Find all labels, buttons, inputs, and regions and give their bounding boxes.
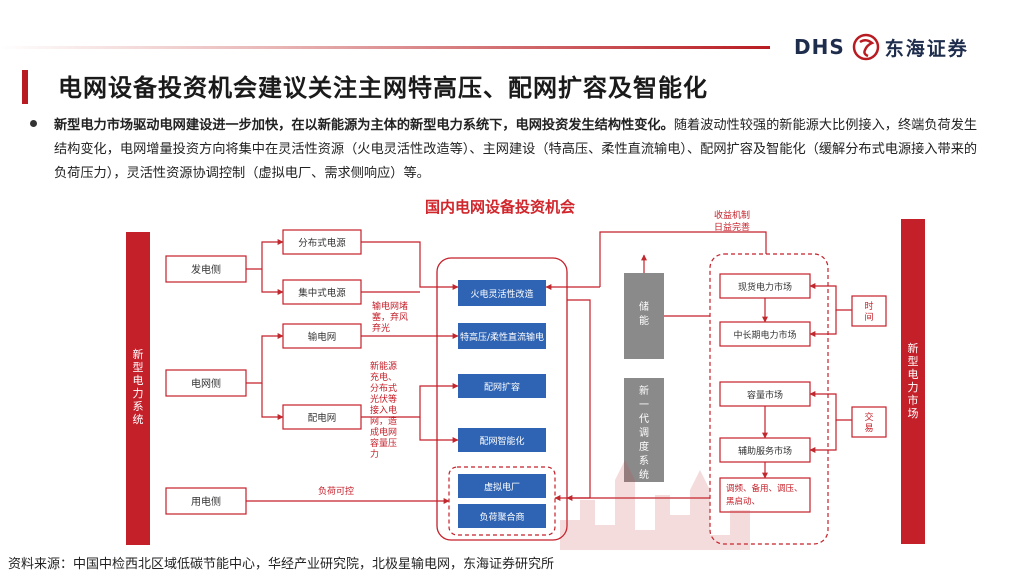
source-note: 资料来源：中国中检西北区域低碳节能中心，华经产业研究院，北极星输电网，东海证券研…	[8, 557, 555, 572]
label-midlong: 中长期电力市场	[733, 329, 796, 341]
left-system-label: 新型电力系统	[133, 347, 144, 426]
node-midlong-market	[719, 321, 811, 347]
node-dispatch	[624, 378, 664, 482]
label-grid-side: 电网侧	[191, 377, 221, 390]
label-trade: 交易	[864, 411, 873, 434]
annotation-pricing: 收益机制日益完善	[714, 209, 750, 233]
label-smart: 配网智能化	[479, 435, 524, 447]
label-time: 时间	[864, 300, 873, 323]
node-thermal-flex	[458, 280, 546, 306]
node-distributed-power	[282, 229, 362, 255]
node-transmission-grid	[282, 323, 362, 349]
right-market-bar	[901, 219, 925, 544]
diagram-title: 国内电网设备投资机会	[425, 198, 575, 216]
node-load-agg	[458, 504, 546, 528]
pill-trade	[851, 406, 887, 438]
node-spot-market	[719, 273, 811, 299]
node-grid-expand	[458, 374, 546, 398]
node-grid-smart	[458, 428, 546, 452]
paragraph-body: 随着波动性较强的新能源大比例接入，终端负荷发生结构变化，电网增量投资方向将集中在…	[54, 118, 978, 181]
label-transmission: 输电网	[308, 331, 337, 343]
label-centralized: 集中式电源	[298, 287, 346, 299]
annotation-distributed: 新能源充电、分布式光伏等接入电网，造成电网容量压力	[370, 360, 397, 460]
left-system-bar	[126, 232, 150, 545]
label-thermal: 火电灵活性改造	[470, 288, 533, 300]
label-load: 负荷聚合商	[479, 511, 524, 523]
label-uhv: 特高压/柔性直流输电	[460, 331, 544, 343]
annotation-load-ctrl: 负荷可控	[318, 485, 354, 497]
city-skyline-watermark	[560, 460, 750, 550]
label-capacity: 容量市场	[747, 389, 783, 401]
intro-paragraph: 新型电力市场驱动电网建设进一步加快，在以新能源为主体的新型电力系统下，电网投资发…	[30, 114, 980, 186]
label-dispatch: 新一代调度系统	[639, 384, 649, 481]
node-user-side	[165, 487, 247, 515]
brand-emblem-icon	[852, 33, 879, 61]
label-distributed: 分布式电源	[298, 237, 346, 249]
node-gen-side	[165, 255, 247, 283]
right-market-label: 新型电力市场	[908, 341, 919, 420]
label-expand: 配网扩容	[484, 381, 520, 393]
node-distribution-grid	[282, 404, 362, 430]
paragraph-lead: 新型电力市场驱动电网建设进一步加快，在以新能源为主体的新型电力系统下，电网投资发…	[54, 118, 674, 133]
brand-cn: 东海证券	[884, 37, 969, 60]
page-title: 电网设备投资机会建议关注主网特高压、配网扩容及智能化	[58, 74, 708, 102]
brand-en: DHS	[794, 35, 845, 59]
node-storage	[624, 273, 664, 359]
node-centralized-power	[282, 279, 362, 305]
node-grid-side	[165, 369, 247, 397]
label-gen-side: 发电侧	[191, 263, 221, 276]
label-distribution: 配电网	[308, 412, 337, 424]
node-uhv	[458, 323, 546, 349]
market-dashed-group	[709, 253, 829, 545]
label-spot: 现货电力市场	[738, 281, 792, 293]
label-vpp: 虚拟电厂	[484, 481, 520, 493]
header-divider	[0, 46, 770, 49]
node-vpp	[458, 474, 546, 498]
label-storage: 储能	[639, 300, 649, 327]
brand-logo: DHS 东海证券	[794, 30, 969, 64]
pill-time	[851, 295, 887, 327]
title-accent	[22, 70, 28, 104]
bullet-dot	[30, 120, 37, 127]
node-ancillary-services	[719, 477, 811, 513]
label-ancillary: 辅助服务市场	[738, 445, 792, 457]
annotation-curtail: 输电网堵塞，弃风弃光	[372, 300, 408, 334]
label-services: 调频、备用、调压、黑启动、	[726, 483, 803, 507]
label-user-side: 用电侧	[191, 495, 221, 508]
